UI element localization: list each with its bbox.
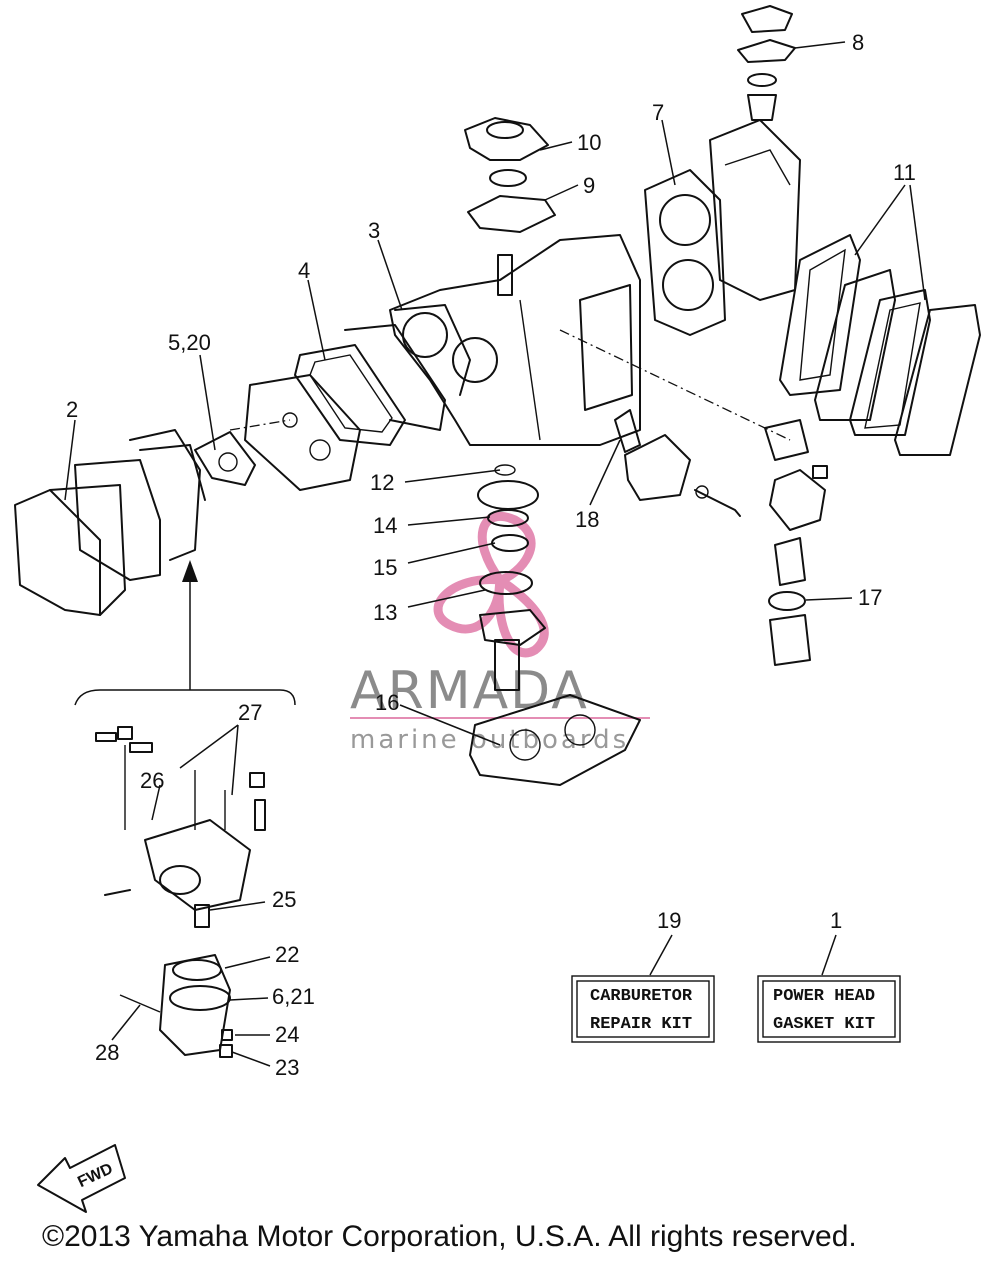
part-16-base-gasket	[469, 694, 641, 786]
copyright-notice: ©2013 Yamaha Motor Corporation, U.S.A. A…	[42, 1220, 857, 1253]
callout-28: 28	[95, 1040, 119, 1065]
callout-2: 2	[66, 397, 78, 422]
part-7-head-gasket	[644, 119, 801, 336]
watermark: ARMADA marine outboards	[350, 511, 650, 755]
carburetor-assembly	[74, 560, 296, 1058]
power-head-gasket-kit-box: POWER HEAD GASKET KIT	[757, 975, 901, 1043]
callout-4: 4	[298, 258, 310, 283]
callout-10: 10	[577, 130, 601, 155]
callout-13: 13	[373, 600, 397, 625]
leader-lines	[64, 41, 926, 1067]
callout-19: 19	[657, 908, 681, 933]
callout-26: 26	[140, 768, 164, 793]
callout-23: 23	[275, 1055, 299, 1080]
fuel-pump-assembly	[764, 419, 828, 666]
part-8-thermostat-cover	[737, 5, 796, 121]
part-3-cylinder-block	[389, 234, 791, 446]
fwd-arrow: FWD	[37, 1144, 126, 1213]
carburetor-kit-line1: CARBURETOR	[590, 987, 693, 1006]
part-18-gasket	[614, 409, 741, 517]
carburetor-kit-line2: REPAIR KIT	[590, 1015, 692, 1034]
part-11-exhaust-covers	[779, 234, 981, 456]
part-9-seal-gasket	[467, 169, 556, 233]
part-10-cover	[464, 117, 549, 161]
watermark-subtitle: marine outboards	[350, 725, 629, 755]
callout-18: 18	[575, 507, 599, 532]
power-head-kit-line1: POWER HEAD	[773, 987, 875, 1006]
part-2-silencer	[14, 429, 206, 616]
part-4-gasket	[294, 324, 446, 446]
callout-22: 22	[275, 942, 299, 967]
callout-27: 27	[238, 700, 262, 725]
callout-6-21: 6,21	[272, 984, 315, 1009]
callout-1: 1	[830, 908, 842, 933]
callout-16: 16	[375, 690, 399, 715]
callout-17: 17	[858, 585, 882, 610]
power-head-kit-line2: GASKET KIT	[773, 1015, 875, 1034]
callout-3: 3	[368, 218, 380, 243]
callout-7: 7	[652, 100, 664, 125]
callout-9: 9	[583, 173, 595, 198]
callout-12: 12	[370, 470, 394, 495]
callout-24: 24	[275, 1022, 299, 1047]
callout-8: 8	[852, 30, 864, 55]
carburetor-repair-kit-box: CARBURETOR REPAIR KIT	[571, 975, 715, 1043]
callout-25: 25	[272, 887, 296, 912]
propeller-logo	[433, 511, 549, 658]
center-seal-stack	[477, 464, 546, 691]
callout-15: 15	[373, 555, 397, 580]
callout-14: 14	[373, 513, 397, 538]
callout-5-20: 5,20	[168, 330, 211, 355]
watermark-brand: ARMADA	[350, 661, 589, 721]
callout-11: 11	[893, 160, 916, 185]
callout-numbers: 8 10 9 7 11 3 4 5,20 2 12 14 15 13 18 17…	[66, 30, 916, 1080]
